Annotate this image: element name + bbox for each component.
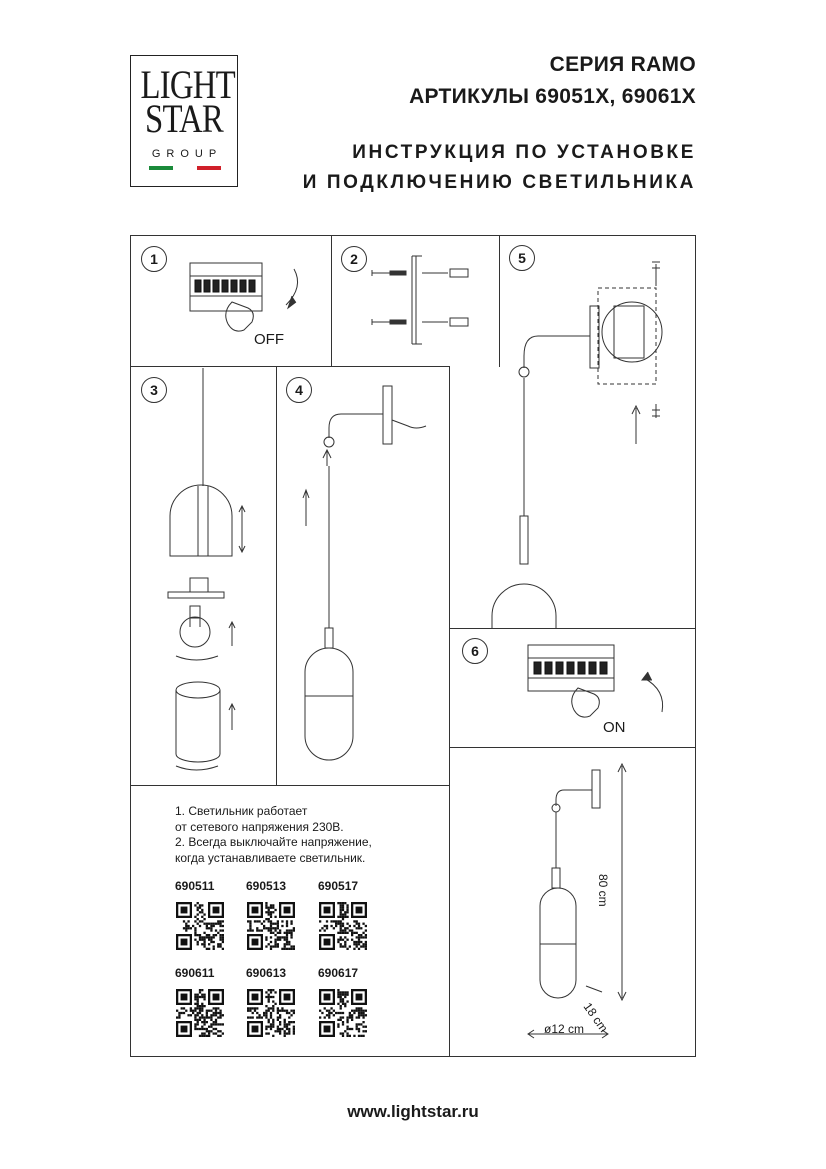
divider [449,366,450,1057]
breaker-panel-on-illustration [527,644,664,718]
italian-flag-stripe [149,166,221,170]
step-number-6: 6 [462,638,488,664]
step-number-2: 2 [341,246,367,272]
instruction-title-line2: И ПОДКЛЮЧЕНИЮ СВЕТИЛЬНИКА [302,172,696,193]
note-line: когда устанавливаете светильник. [175,850,366,865]
qr-code-icon[interactable] [247,902,295,950]
qr-code-icon[interactable] [319,902,367,950]
note-line: от сетевого напряжения 230В. [175,819,344,834]
divider [449,628,696,629]
qr-code-icon[interactable] [319,989,367,1037]
flag-white [173,166,197,170]
divider [331,235,332,367]
qr-code-icon[interactable] [247,989,295,1037]
step-number-4: 4 [286,377,312,403]
product-code: 690617 [318,966,359,980]
dimension-illustration [527,762,627,1039]
step-number-1: 1 [141,246,167,272]
switch-on-label: ON [603,719,626,736]
step-number-3: 3 [141,377,167,403]
series-title: СЕРИЯ RAMO [549,53,696,76]
lamp-assembly-illustration [167,368,246,771]
logo-word-light: LIGHT [140,62,236,107]
flag-red [197,166,221,170]
divider [130,366,450,367]
logo-word-star: STAR [145,96,224,141]
logo-word-group: GROUP [151,148,223,160]
step-number-3-badge: 5 [509,245,535,271]
product-code: 690511 [175,879,215,893]
breaker-panel-off-illustration [189,262,299,332]
diameter-dimension-label: ø12 cm [544,1022,585,1036]
wall-connection-illustration [491,261,663,628]
qr-code-icon[interactable] [176,989,224,1037]
instruction-panel-frame [130,235,696,1057]
product-code: 690517 [318,879,359,893]
flag-green [149,166,173,170]
product-code: 690613 [246,966,287,980]
divider [449,747,696,748]
qr-code-icon[interactable] [176,902,224,950]
divider [276,366,277,785]
wall-arm-pendant-illustration [302,385,427,761]
switch-off-label: OFF [254,331,284,348]
brand-logo: LIGHT STAR GROUP [130,55,238,187]
website-link[interactable]: www.lightstar.ru [347,1102,479,1121]
note-line: 1. Светильник работает [175,804,308,818]
safety-notes: 1. Светильник работает от сетевого напря… [175,804,372,866]
product-code: 690513 [246,879,287,893]
instruction-title-line1: ИНСТРУКЦИЯ ПО УСТАНОВКЕ [352,142,696,163]
height-dimension-label: 80 cm [596,874,610,907]
articles-title: АРТИКУЛЫ 69051X, 69061X [409,85,696,108]
note-line: 2. Всегда выключайте напряжение, [175,835,372,849]
divider [130,785,450,786]
product-code: 690611 [175,966,215,980]
mounting-hardware-illustration [371,255,469,345]
divider [499,235,500,367]
